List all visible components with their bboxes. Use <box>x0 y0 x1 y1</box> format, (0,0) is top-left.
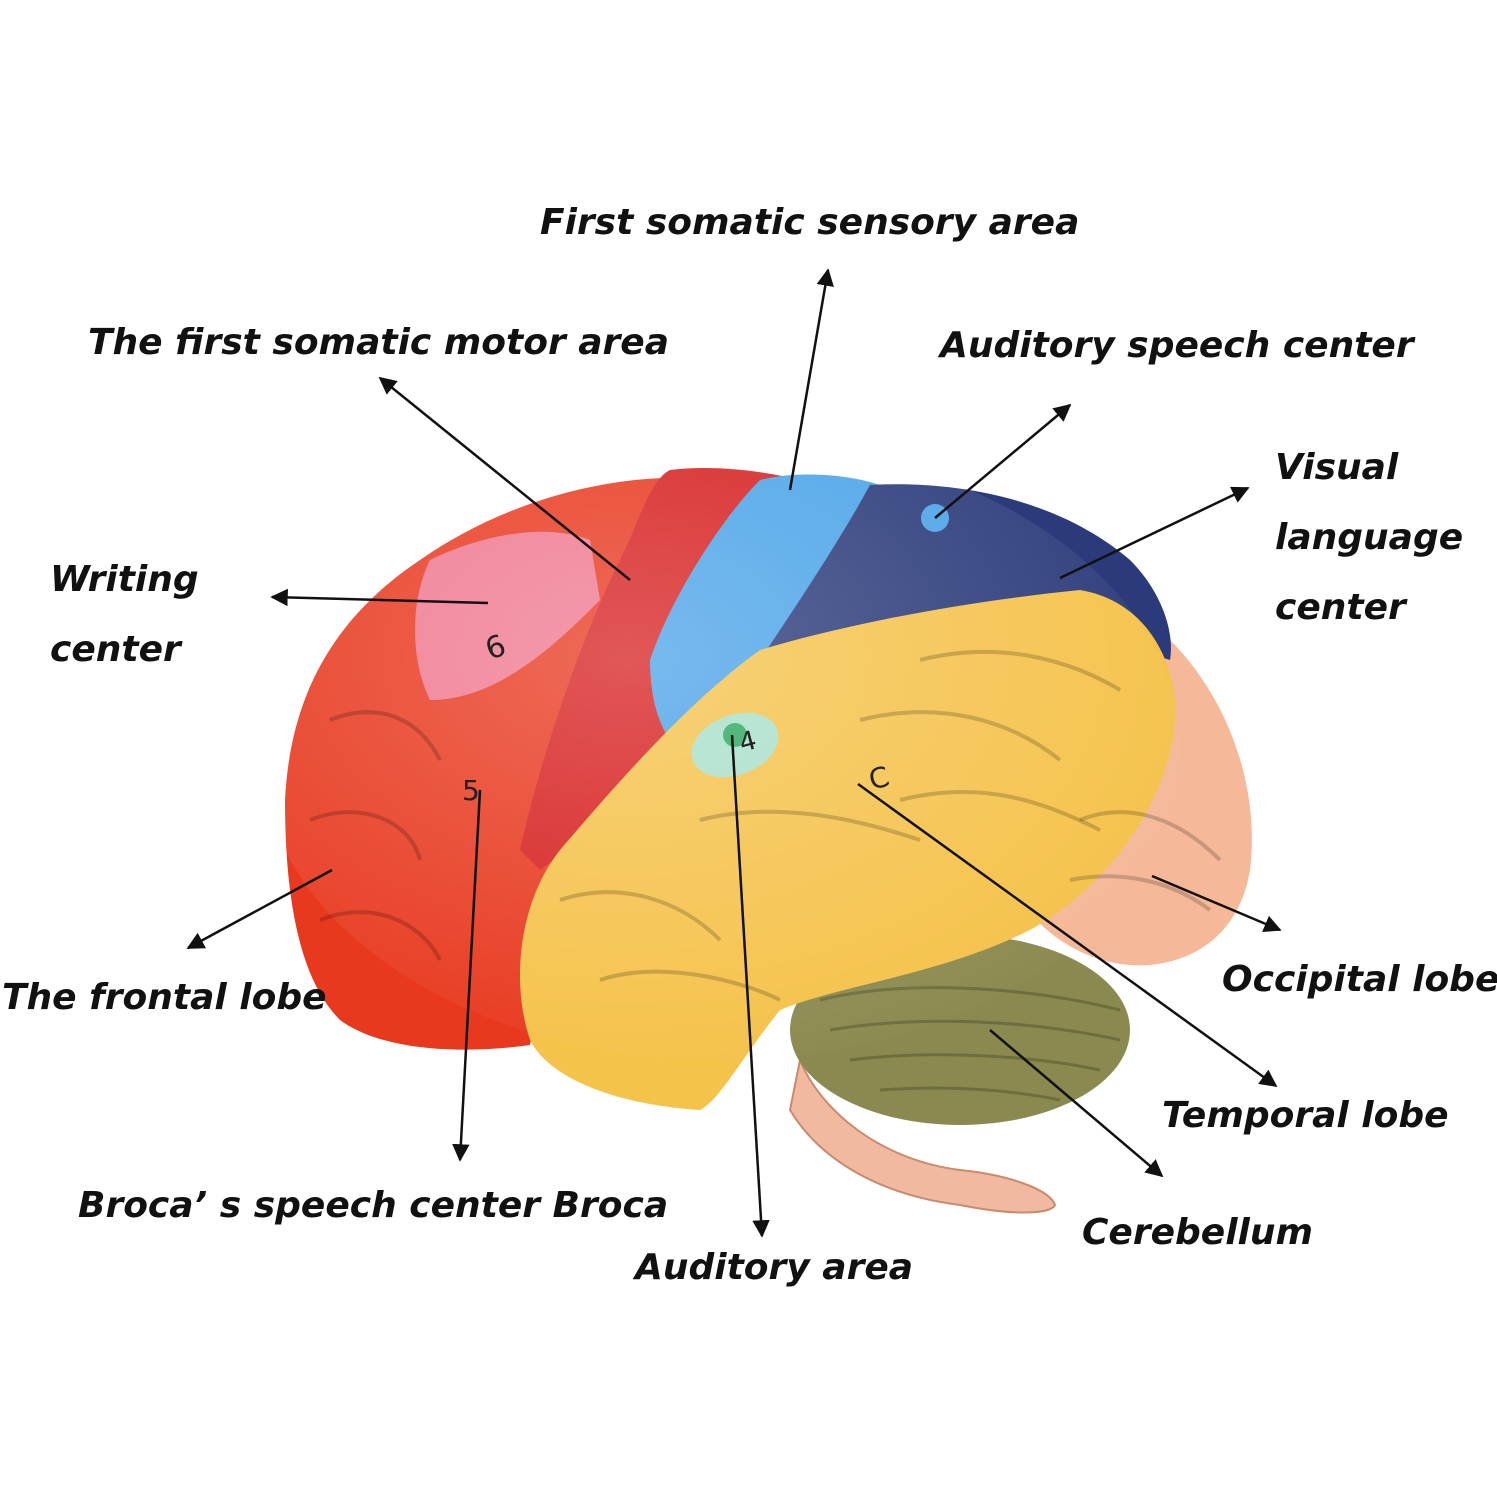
arrow-writing <box>270 588 489 607</box>
model-mark-4: 4 <box>736 726 760 759</box>
label-writing-line-1: Writing <box>50 559 199 600</box>
model-mark-5: 5 <box>462 774 480 807</box>
label-cerebellum: Cerebellum <box>1082 1212 1314 1253</box>
label-auditory-speech-center: Auditory speech center <box>940 325 1414 366</box>
label-visual-language-line-2: language <box>1275 517 1464 558</box>
label-visual-language-line-3: center <box>1275 587 1406 628</box>
arrow-occipital <box>1151 874 1282 932</box>
brainstem-shape <box>788 1056 1057 1214</box>
label-first-somatic-sensory-area: First somatic sensory area <box>540 202 1080 243</box>
label-writing-center: Writing center <box>50 545 199 685</box>
label-writing-line-2: center <box>50 629 181 670</box>
label-temporal-lobe: Temporal lobe <box>1162 1095 1449 1136</box>
arrow-frontal <box>186 868 333 950</box>
label-auditory-area: Auditory area <box>635 1247 914 1288</box>
label-first-somatic-motor-area: The first somatic motor area <box>88 322 670 363</box>
arrow-sensory <box>788 268 834 491</box>
label-occipital-lobe: Occipital lobe <box>1222 959 1497 1000</box>
arrow-motor <box>378 376 631 581</box>
arrow-temporal <box>857 782 1278 1088</box>
label-frontal-lobe: The frontal lobe <box>2 977 327 1018</box>
arrow-auditory-area <box>730 734 770 1238</box>
arrow-broca <box>452 789 482 1162</box>
label-brocas-speech-center: Broca’ s speech center Broca <box>78 1185 669 1226</box>
arrow-cerebellum <box>989 1029 1164 1178</box>
arrow-visual-language <box>1059 486 1250 580</box>
arrow-auditory-speech <box>934 403 1072 519</box>
label-visual-language-center: Visual language center <box>1275 433 1463 643</box>
label-visual-language-line-1: Visual <box>1275 447 1399 488</box>
